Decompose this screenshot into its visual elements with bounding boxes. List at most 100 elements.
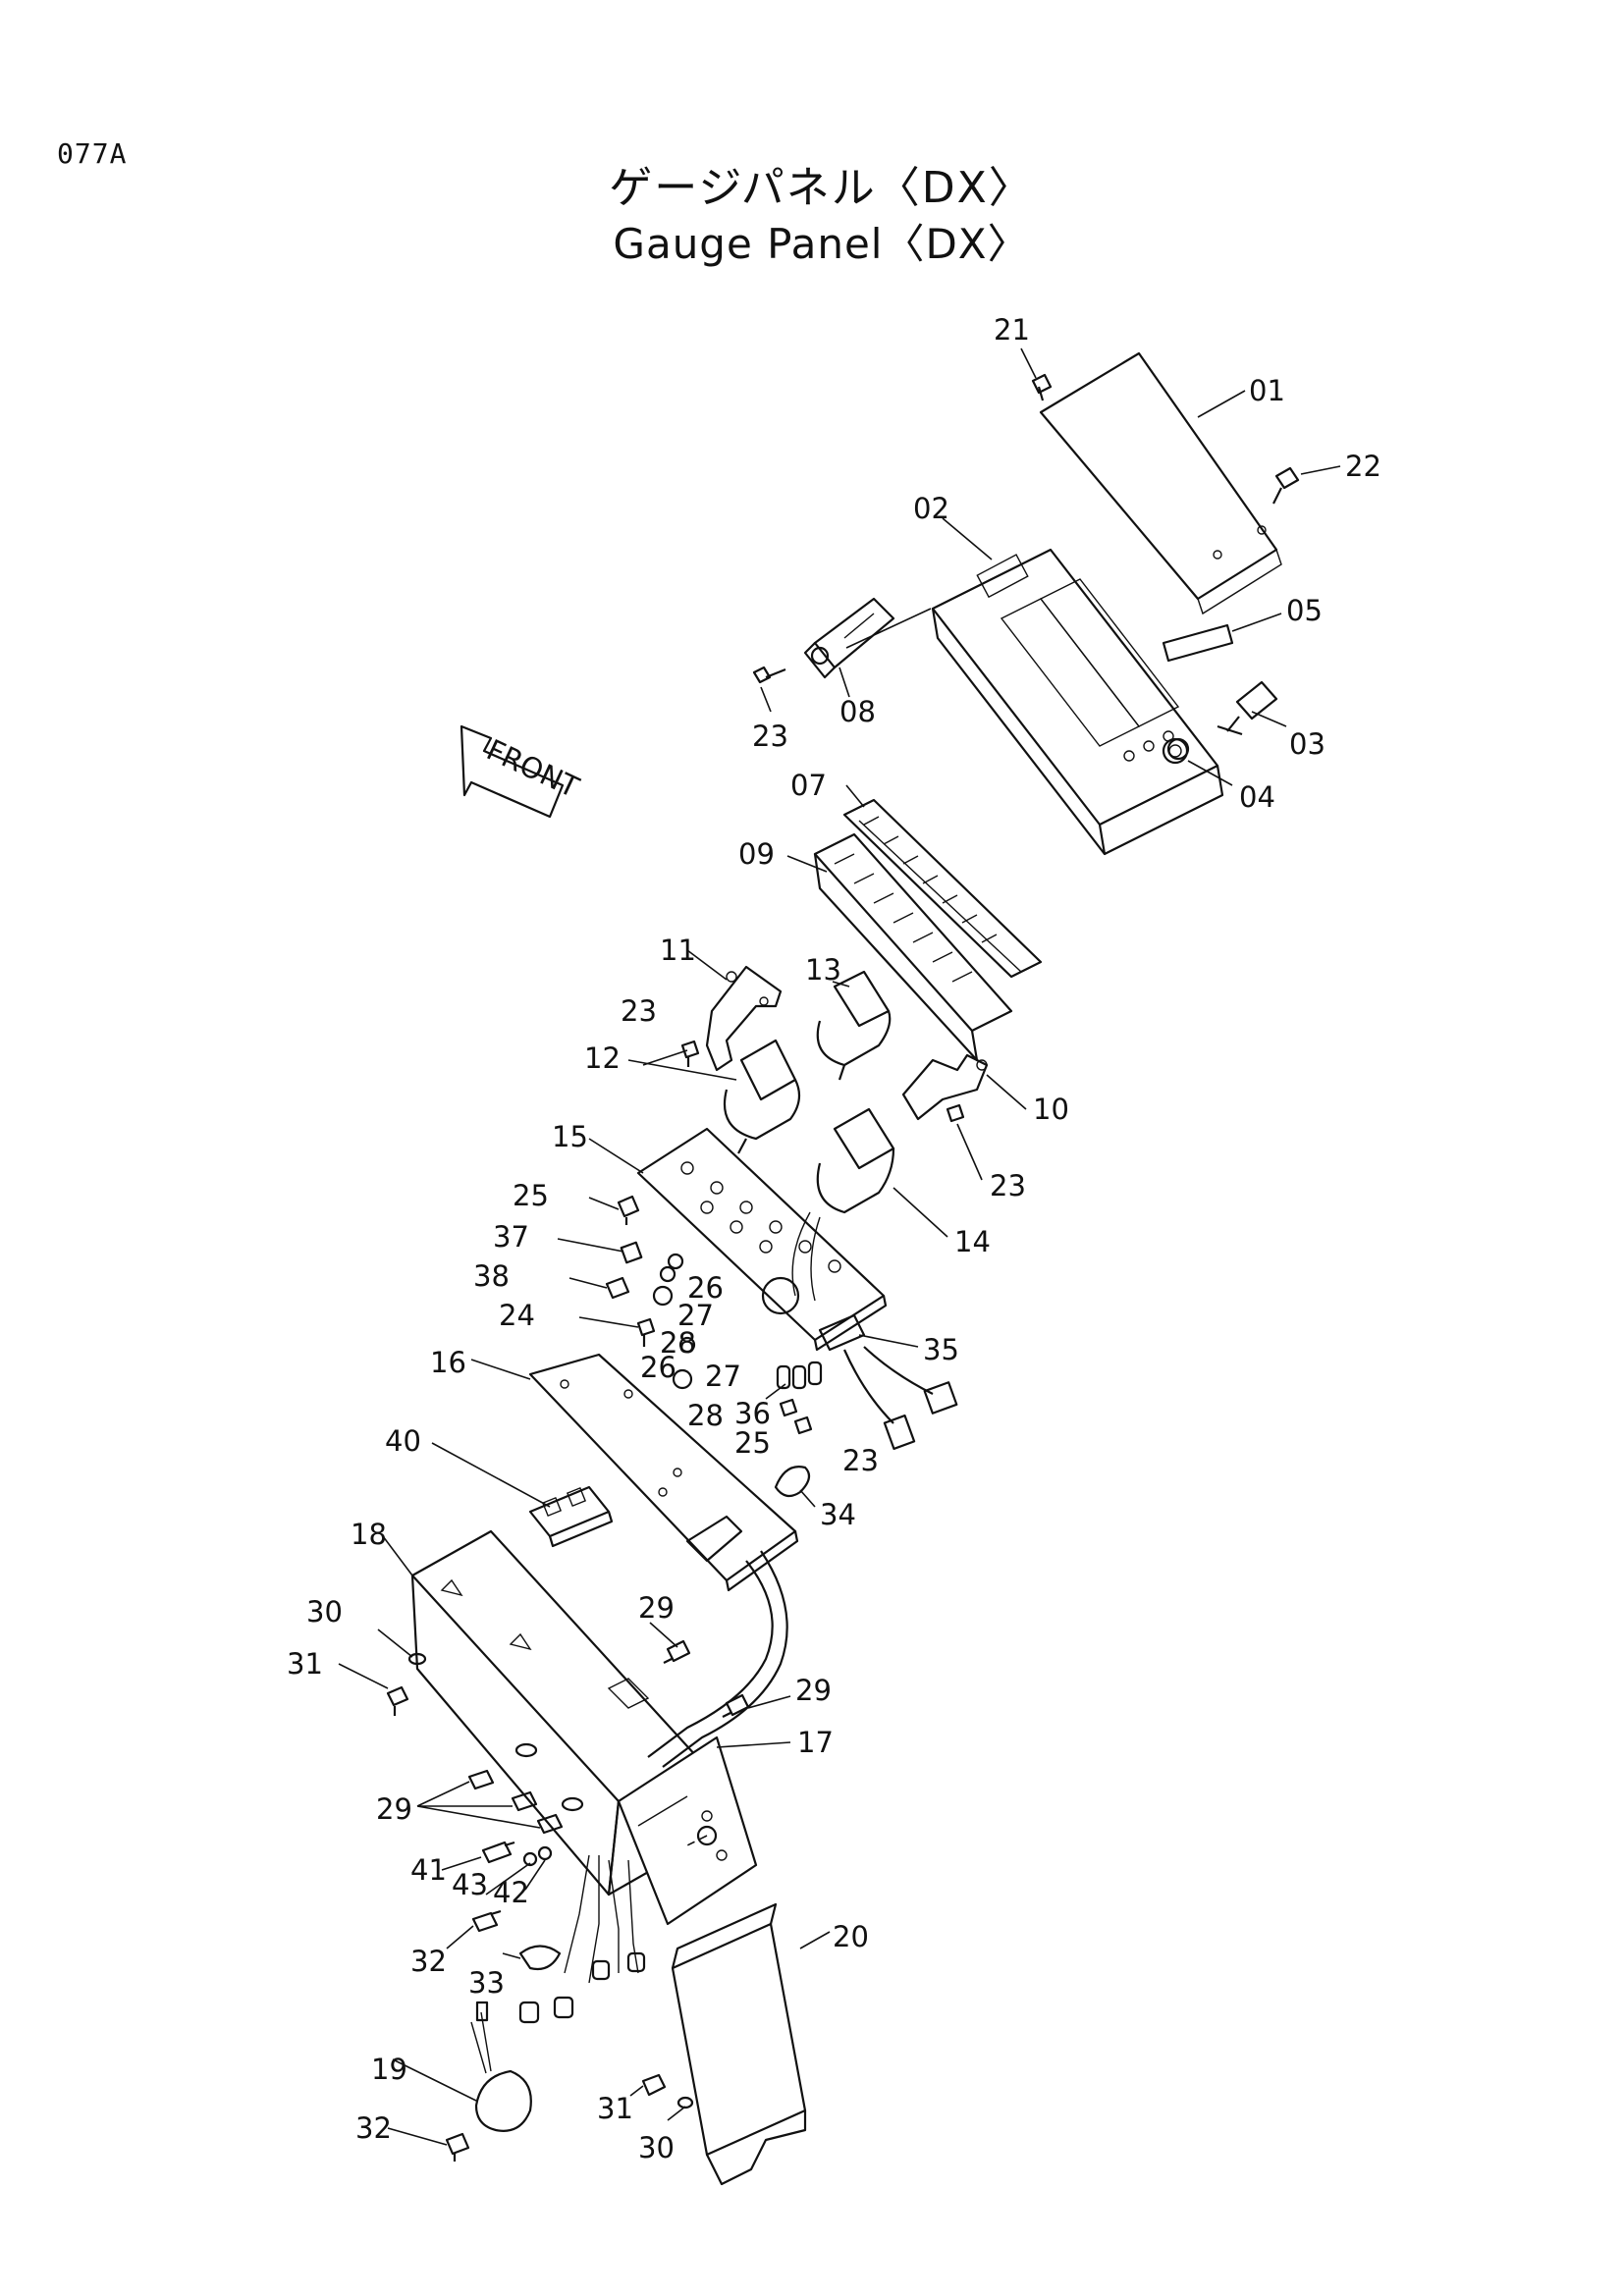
part-circuit-board-15: [636, 1127, 888, 1352]
callout-10: 10: [1033, 1093, 1069, 1126]
washer-30-a: [407, 1652, 427, 1666]
fastener-25-a: [617, 1195, 640, 1225]
bolt-31-a: [386, 1685, 409, 1716]
fastener-25-b: [779, 1398, 798, 1417]
fastener-38: [605, 1276, 630, 1300]
callout-38: 38: [473, 1259, 510, 1293]
callout-30-a: 30: [306, 1595, 343, 1629]
callout-16: 16: [430, 1346, 466, 1379]
part-light-housing-09: [813, 832, 1013, 1062]
callout-19: 19: [371, 2053, 407, 2086]
part-side-cover-20: [671, 1902, 807, 2186]
callout-11: 11: [660, 934, 696, 967]
callout-31-b: 31: [597, 2092, 633, 2125]
title-japanese: ゲージパネル〈DX〉: [609, 163, 1034, 213]
callout-18: 18: [351, 1518, 387, 1551]
part-plug-03: [1217, 680, 1278, 736]
part-switch-40: [528, 1485, 614, 1548]
callout-12: 12: [584, 1041, 621, 1075]
bolt-29-b: [722, 1693, 750, 1718]
part-bracket-10: [901, 1053, 989, 1121]
part-gauge-14: [791, 1107, 895, 1302]
part-gauge-13: [816, 970, 892, 1081]
screw-24: [636, 1317, 656, 1347]
fastener-37: [620, 1241, 643, 1264]
callout-03: 03: [1289, 727, 1325, 761]
part-sensor-19: [470, 2001, 532, 2132]
callout-15: 15: [552, 1120, 588, 1153]
callout-26-a: 26: [687, 1271, 724, 1305]
callout-23-a: 23: [752, 720, 788, 753]
screw-23-a: [752, 666, 786, 684]
clamp-33: [518, 1854, 646, 2024]
harness-pipe: [647, 1550, 788, 1768]
callout-17: 17: [797, 1726, 834, 1759]
callout-20: 20: [833, 1920, 869, 1953]
screw-23-c: [946, 1103, 965, 1123]
callout-14: 14: [954, 1225, 991, 1258]
leader-lines: [338, 347, 1341, 2146]
callout-35: 35: [923, 1333, 959, 1366]
title-english: Gauge Panel〈DX〉: [613, 220, 1030, 268]
callout-labels: 21 01 22 02 05 03 04 08 23 07 09 11 13 1…: [287, 313, 1381, 2164]
callout-28-b: 28: [687, 1399, 724, 1432]
washer-43: [522, 1851, 538, 1867]
callout-24: 24: [499, 1299, 535, 1332]
bulbs-36: [776, 1361, 823, 1390]
callout-09: 09: [738, 837, 775, 871]
bolts-29-group: [467, 1769, 564, 1835]
bolt-31-b: [641, 2073, 667, 2097]
callout-43: 43: [452, 1868, 488, 1901]
bolt-32-b: [445, 2132, 470, 2162]
callout-29-a: 29: [638, 1591, 675, 1625]
front-arrow-marker: FRONT: [460, 724, 584, 819]
callout-08: 08: [839, 695, 876, 728]
callout-29-c: 29: [376, 1792, 412, 1826]
callout-13: 13: [805, 953, 841, 987]
callout-02: 02: [913, 492, 949, 525]
screw-21: [1031, 373, 1053, 401]
part-cover-plate: [1039, 351, 1282, 615]
callout-01: 01: [1249, 374, 1285, 407]
part-bracket-11: [705, 965, 783, 1072]
callout-21: 21: [994, 313, 1030, 347]
callout-25-b: 25: [734, 1426, 771, 1460]
washers-26-27-28: [652, 1253, 696, 1390]
callout-28-a: 28: [660, 1326, 696, 1360]
bolt-32-a: [471, 1909, 502, 1933]
callout-37: 37: [493, 1220, 529, 1254]
callout-42: 42: [493, 1876, 529, 1909]
screw-23-b: [680, 1040, 700, 1067]
part-light-frame-07: [842, 798, 1043, 979]
callout-22: 22: [1345, 450, 1381, 483]
callout-36: 36: [734, 1397, 771, 1430]
bolt-29-a: [663, 1639, 691, 1664]
callout-05: 05: [1286, 594, 1323, 627]
callout-23-c: 23: [990, 1169, 1026, 1202]
harness-35: [818, 1313, 958, 1451]
screw-22: [1272, 466, 1300, 505]
callout-32-a: 32: [410, 1945, 447, 1978]
part-gauge-12: [723, 1039, 801, 1154]
part-mounting-plate-16: [528, 1353, 799, 1592]
callout-41: 41: [410, 1853, 447, 1887]
callout-25-a: 25: [513, 1179, 549, 1212]
part-label-strip: [1162, 623, 1234, 663]
part-switch-08: [803, 597, 895, 679]
callout-07: 07: [790, 769, 827, 802]
callout-31-a: 31: [287, 1647, 323, 1681]
screw-23-d: [793, 1415, 813, 1435]
callout-34: 34: [820, 1498, 856, 1531]
bolt-41: [481, 1841, 515, 1864]
callout-29-b: 29: [795, 1674, 832, 1707]
part-gauge-bezel: [931, 548, 1224, 856]
part-knob-04: [1162, 737, 1189, 765]
callout-04: 04: [1239, 780, 1275, 814]
callout-32-b: 32: [355, 2111, 392, 2145]
page-code: 077A: [57, 137, 128, 170]
callout-33: 33: [468, 1966, 505, 2000]
callout-30-b: 30: [638, 2131, 675, 2164]
grommet-34: [774, 1466, 811, 1498]
callout-27-b: 27: [705, 1360, 741, 1393]
